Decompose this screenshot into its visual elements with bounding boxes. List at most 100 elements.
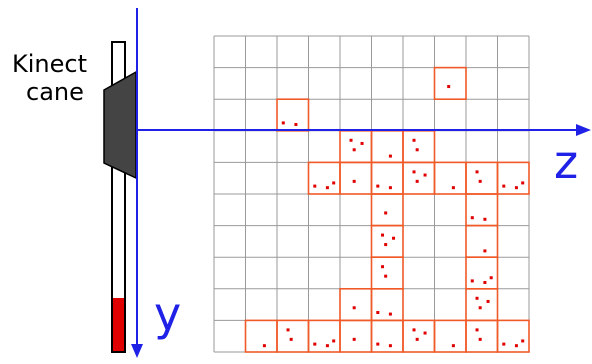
- point-marker: [452, 344, 455, 347]
- point-marker: [313, 343, 316, 346]
- point-marker: [290, 338, 293, 341]
- occupied-cell: [277, 320, 309, 352]
- occupied-cell: [466, 257, 498, 289]
- point-marker: [326, 186, 329, 189]
- point-marker: [353, 148, 356, 151]
- point-marker: [416, 148, 419, 151]
- occupied-cell: [466, 194, 498, 226]
- point-marker: [483, 281, 486, 284]
- point-marker: [502, 185, 505, 188]
- point-marker: [413, 170, 416, 173]
- occupied-cell: [403, 162, 435, 194]
- kinect-label-line2: cane: [26, 78, 84, 106]
- point-marker: [521, 181, 524, 184]
- point-marker: [521, 339, 524, 342]
- occupied-cell: [246, 320, 278, 352]
- point-marker: [479, 180, 482, 183]
- point-marker: [476, 328, 479, 331]
- point-marker: [471, 279, 474, 282]
- point-marker: [389, 186, 392, 189]
- point-marker: [376, 311, 379, 314]
- occupied-cell: [466, 320, 498, 352]
- point-marker: [479, 306, 482, 309]
- point-marker: [476, 297, 479, 300]
- kinect-sensor: [104, 72, 136, 178]
- point-marker: [294, 123, 297, 126]
- occupied-cell: [372, 289, 404, 321]
- point-marker: [381, 234, 384, 237]
- cane-tip: [113, 298, 124, 351]
- point-marker: [353, 306, 356, 309]
- point-marker: [353, 180, 356, 183]
- axis-y-arrowhead: [131, 344, 143, 358]
- point-marker: [424, 174, 427, 177]
- point-marker: [389, 344, 392, 347]
- occupied-cell: [309, 320, 341, 352]
- occupied-cell: [403, 131, 435, 163]
- point-marker: [353, 338, 356, 341]
- kinect-label-line1: Kinect: [12, 50, 87, 78]
- point-marker: [487, 300, 490, 303]
- occupied-cell: [466, 162, 498, 194]
- point-marker: [332, 339, 335, 342]
- occupied-cell: [340, 289, 372, 321]
- point-marker: [479, 338, 482, 341]
- point-marker: [326, 344, 329, 347]
- occupied-cell: [435, 68, 467, 100]
- occupied-cell: [466, 226, 498, 258]
- occupied-cell: [435, 320, 467, 352]
- occupied-cell: [277, 99, 309, 131]
- occupied-cell: [498, 162, 530, 194]
- point-marker: [490, 276, 493, 279]
- point-marker: [515, 344, 518, 347]
- point-marker: [376, 185, 379, 188]
- occupied-cell: [498, 320, 530, 352]
- point-marker: [471, 216, 474, 219]
- point-marker: [332, 181, 335, 184]
- occupied-cell: [372, 131, 404, 163]
- occupied-cell: [435, 162, 467, 194]
- point-marker: [483, 249, 486, 252]
- axis-y-label: y: [154, 288, 181, 340]
- point-marker: [483, 218, 486, 221]
- point-marker: [376, 343, 379, 346]
- occupied-cell: [372, 194, 404, 226]
- point-marker: [424, 332, 427, 335]
- occupied-cell: [340, 162, 372, 194]
- point-marker: [515, 186, 518, 189]
- point-marker: [384, 275, 387, 278]
- point-marker: [287, 328, 290, 331]
- point-marker: [282, 121, 285, 124]
- point-marker: [416, 338, 419, 341]
- occupied-cell: [309, 162, 341, 194]
- point-marker: [381, 265, 384, 268]
- point-marker: [389, 313, 392, 316]
- point-marker: [413, 139, 416, 142]
- point-marker: [392, 237, 395, 240]
- point-marker: [447, 85, 450, 88]
- occupied-cell: [372, 257, 404, 289]
- point-marker: [361, 142, 364, 145]
- point-marker: [313, 185, 316, 188]
- point-marker: [384, 211, 387, 214]
- point-marker: [413, 328, 416, 331]
- point-marker: [350, 139, 353, 142]
- point-marker: [452, 186, 455, 189]
- occupied-cell: [340, 320, 372, 352]
- occupied-cell: [466, 289, 498, 321]
- point-marker: [389, 155, 392, 158]
- occupied-cell: [372, 320, 404, 352]
- occupied-cell: [403, 320, 435, 352]
- point-marker: [416, 180, 419, 183]
- axis-z-arrowhead: [576, 124, 591, 136]
- occupied-cell: [340, 131, 372, 163]
- point-marker: [384, 243, 387, 246]
- axis-z-label: z: [554, 136, 578, 188]
- occupied-cell: [372, 162, 404, 194]
- point-marker: [502, 343, 505, 346]
- occupied-cell: [372, 226, 404, 258]
- point-marker: [476, 170, 479, 173]
- point-marker: [263, 344, 266, 347]
